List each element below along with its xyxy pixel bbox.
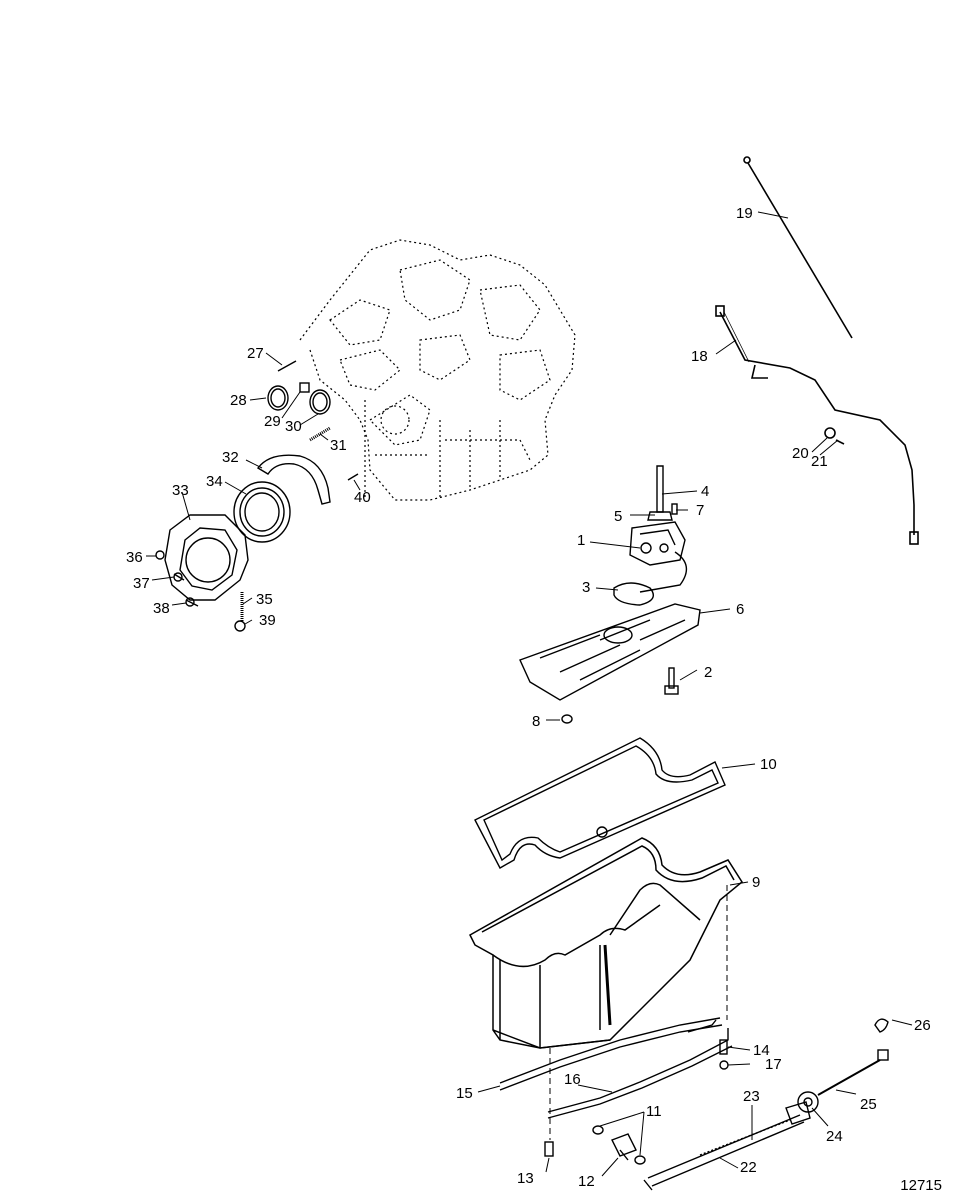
callout-4: 4 xyxy=(701,483,709,500)
callout-23: 23 xyxy=(743,1088,760,1105)
callout-25: 25 xyxy=(860,1096,877,1113)
callout-11: 11 xyxy=(646,1103,662,1120)
callout-38: 38 xyxy=(153,600,170,617)
callout-5: 5 xyxy=(614,508,622,525)
callout-3: 3 xyxy=(582,579,590,596)
windage-tray xyxy=(519,603,701,724)
callout-1: 1 xyxy=(577,532,585,549)
drain-fasteners xyxy=(544,1039,729,1157)
callout-2: 2 xyxy=(704,664,712,681)
callout-labels: 1 2 3 4 5 6 7 8 9 10 11 12 13 14 15 16 1… xyxy=(126,205,931,1190)
rear-main-seal-housing xyxy=(155,360,359,632)
callout-34: 34 xyxy=(206,473,223,490)
callout-33: 33 xyxy=(172,482,189,499)
callout-20: 20 xyxy=(792,445,809,462)
callout-13: 13 xyxy=(517,1170,534,1187)
callout-27: 27 xyxy=(247,345,264,362)
dipstick-and-tube xyxy=(715,156,919,545)
callout-17: 17 xyxy=(765,1056,782,1073)
callout-7: 7 xyxy=(696,502,704,519)
callout-39: 39 xyxy=(259,612,276,629)
callout-28: 28 xyxy=(230,392,247,409)
oil-pan xyxy=(469,837,743,1049)
callout-10: 10 xyxy=(760,756,777,773)
callout-18: 18 xyxy=(691,348,708,365)
pickup-and-cooler-parts xyxy=(592,1018,889,1191)
callout-19: 19 xyxy=(736,205,753,222)
oil-pan-gasket xyxy=(474,737,726,869)
callout-8: 8 xyxy=(532,713,540,730)
callout-30: 30 xyxy=(285,418,302,435)
callout-21: 21 xyxy=(811,453,828,470)
leader-lines xyxy=(146,211,913,1177)
pan-side-gaskets xyxy=(499,1017,733,1119)
callout-15: 15 xyxy=(456,1085,473,1102)
callout-35: 35 xyxy=(256,591,273,608)
callout-22: 22 xyxy=(740,1159,757,1176)
callout-37: 37 xyxy=(133,575,150,592)
callout-31: 31 xyxy=(330,437,347,454)
callout-36: 36 xyxy=(126,549,143,566)
callout-26: 26 xyxy=(914,1017,931,1034)
oil-pump-assembly xyxy=(613,465,688,606)
engine-block-outline xyxy=(299,239,576,501)
callout-12: 12 xyxy=(578,1173,595,1190)
figure-reference-number: 12715 xyxy=(900,1177,942,1194)
callout-6: 6 xyxy=(736,601,744,618)
callout-14: 14 xyxy=(753,1042,770,1059)
callout-40: 40 xyxy=(354,489,371,506)
callout-9: 9 xyxy=(752,874,760,891)
callout-24: 24 xyxy=(826,1128,843,1145)
callout-32: 32 xyxy=(222,449,239,466)
callout-16: 16 xyxy=(564,1071,581,1088)
callout-29: 29 xyxy=(264,413,281,430)
